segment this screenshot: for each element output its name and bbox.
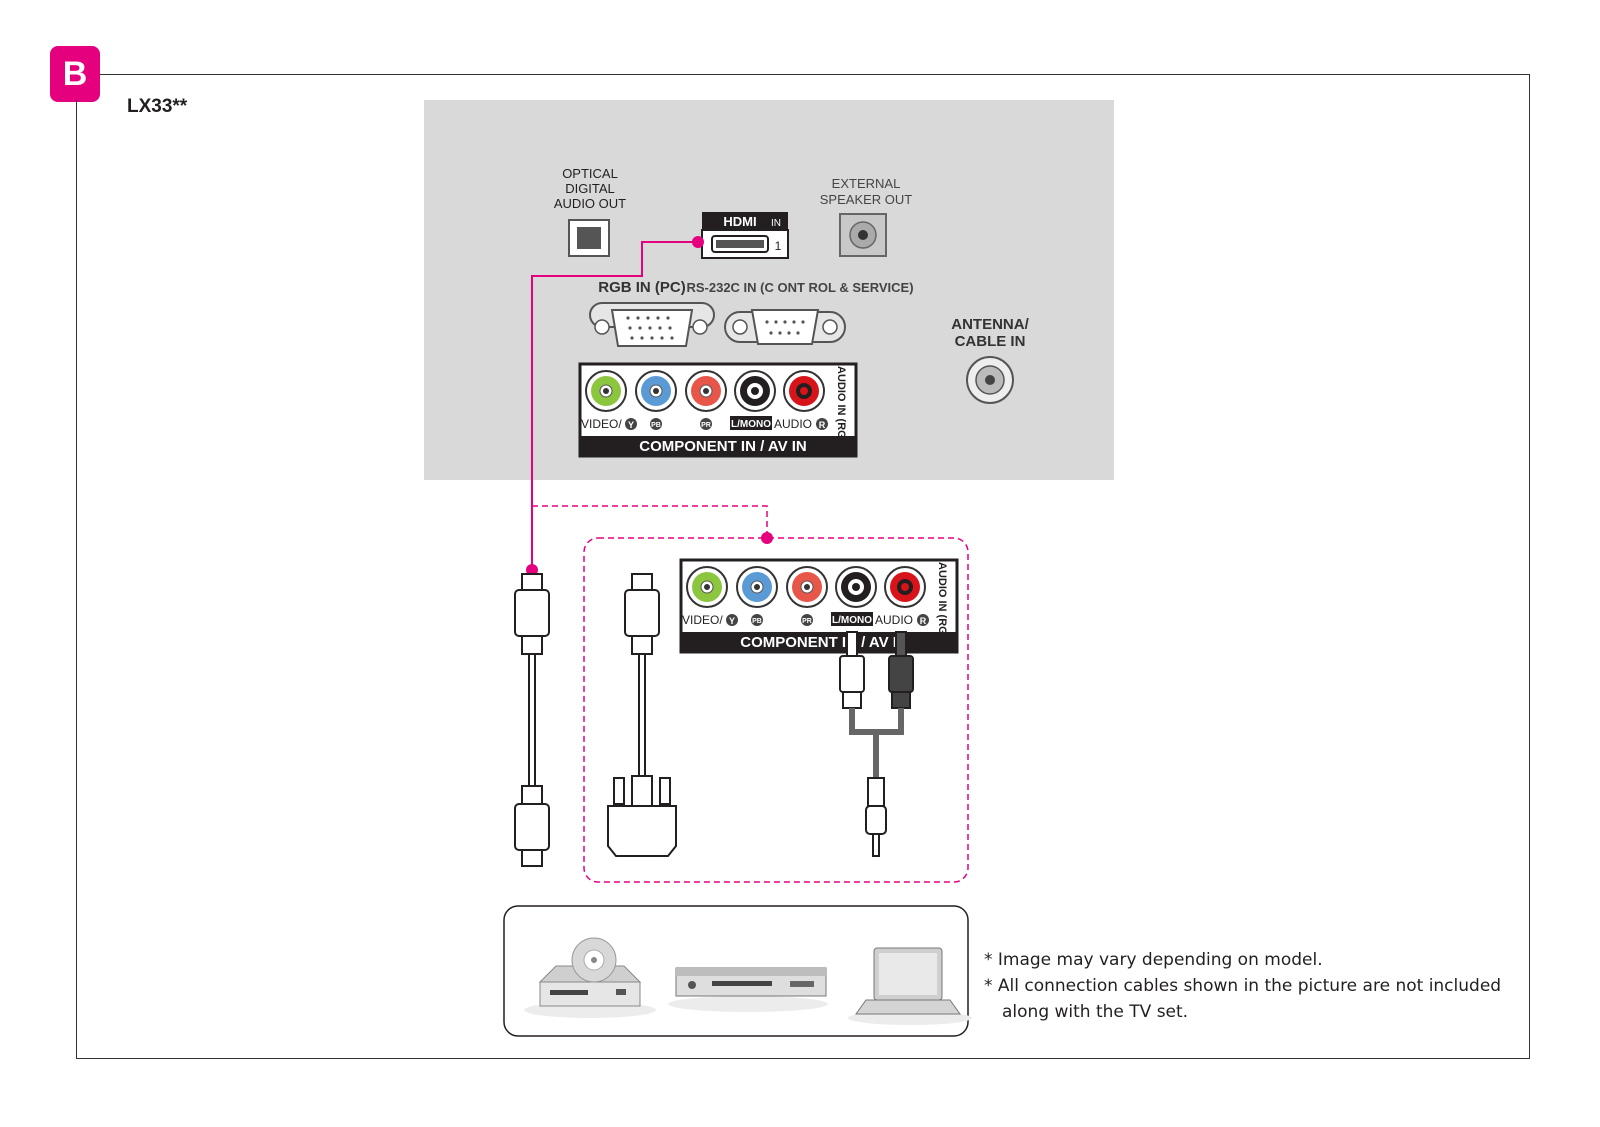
rgb-port[interactable]: [588, 302, 715, 347]
detail-video-label: VIDEO/: [682, 613, 723, 627]
panel-audio-label: AUDIO: [774, 417, 812, 431]
frame-border-left: [76, 100, 77, 1058]
rs232-label: RS-232C IN (C ONT ROL & SERVICE): [686, 280, 913, 295]
laptop-icon: [848, 947, 972, 1025]
panel-jack-audio-l[interactable]: [734, 370, 776, 412]
hdmi-port-number: 1: [775, 239, 782, 253]
rgb-cable: [607, 573, 677, 857]
hdmi-connection-line: [531, 241, 698, 570]
speaker-label-2: SPEAKER OUT: [820, 192, 913, 207]
panel-jack-video[interactable]: [585, 370, 627, 412]
panel-jack-audio-r[interactable]: [783, 370, 825, 412]
hdmi-logo: HDMI: [723, 214, 756, 229]
hdmi-in-label: IN: [771, 218, 781, 229]
alternative-cables-box: [583, 537, 969, 883]
set-top-box-icon: [668, 967, 828, 1012]
panel-video-label: VIDEO/: [581, 417, 622, 431]
optical-port[interactable]: [568, 219, 610, 257]
frame-border-right: [1529, 74, 1530, 1058]
rgb-label: RGB IN (PC): [598, 279, 686, 296]
detail-jack-audio-r: [884, 566, 926, 608]
detail-lmono-label: L/MONO: [832, 615, 872, 626]
detail-audio-rgb-label: AUDIO IN (RGB): [936, 562, 948, 647]
note-cables-not-included: * All connection cables shown in the pic…: [984, 976, 1502, 996]
panel-pr-label: PR: [701, 422, 711, 429]
frame-border-bottom: [76, 1058, 1530, 1059]
panel-lmono-label: L/MONO: [731, 419, 771, 430]
alternative-connection-dot: [761, 532, 773, 544]
detail-jack-audio-l: [835, 566, 877, 608]
detail-pb-label: PB: [752, 618, 762, 625]
hdmi-port[interactable]: HDMI IN 1: [701, 212, 789, 259]
audio-cable: [839, 631, 914, 857]
detail-jack-pr: [786, 566, 828, 608]
rs232-port[interactable]: [724, 309, 846, 345]
antenna-label-1: ANTENNA/: [951, 316, 1029, 333]
optical-label-2: DIGITAL: [565, 181, 615, 196]
panel-audio-rgb-label: AUDIO IN (RGB): [835, 366, 847, 451]
panel-y-label: Y: [628, 420, 634, 430]
component-block-detail: COMPONENT IN / AV IN AUDIO IN (RGB) VIDE…: [679, 558, 959, 654]
alternative-connection-line: [532, 505, 768, 536]
panel-r-label: R: [819, 420, 826, 430]
speaker-port[interactable]: [839, 213, 887, 257]
model-label: LX33**: [127, 96, 188, 117]
antenna-port[interactable]: [966, 356, 1014, 404]
detail-pr-label: PR: [802, 618, 812, 625]
detail-y-label: Y: [729, 616, 735, 626]
panel-component-bar: COMPONENT IN / AV IN: [639, 438, 807, 455]
note-cables-not-included-cont: along with the TV set.: [1002, 1002, 1189, 1022]
detail-r-label: R: [920, 616, 927, 626]
hdmi-connection-dot: [692, 236, 704, 248]
section-badge: B: [50, 46, 100, 102]
note-image-varies: * Image may vary depending on model.: [984, 950, 1323, 970]
panel-pb-label: PB: [651, 422, 661, 429]
detail-audio-label: AUDIO: [875, 613, 913, 627]
detail-jack-pb: [736, 566, 778, 608]
detail-jack-video: [686, 566, 728, 608]
panel-jack-pr[interactable]: [685, 370, 727, 412]
dvd-player-icon: [524, 937, 656, 1018]
frame-border-top: [100, 74, 1530, 75]
panel-jack-pb[interactable]: [635, 370, 677, 412]
optical-label-3: AUDIO OUT: [554, 196, 626, 211]
component-block-panel: COMPONENT IN / AV IN AUDIO IN (RGB) VIDE…: [578, 362, 858, 458]
detail-component-bar: COMPONENT IN / AV IN: [740, 634, 908, 651]
speaker-label-1: EXTERNAL: [832, 176, 901, 191]
antenna-label-2: CABLE IN: [955, 333, 1026, 350]
hdmi-cable: [514, 573, 550, 867]
optical-label-1: OPTICAL: [562, 166, 618, 181]
